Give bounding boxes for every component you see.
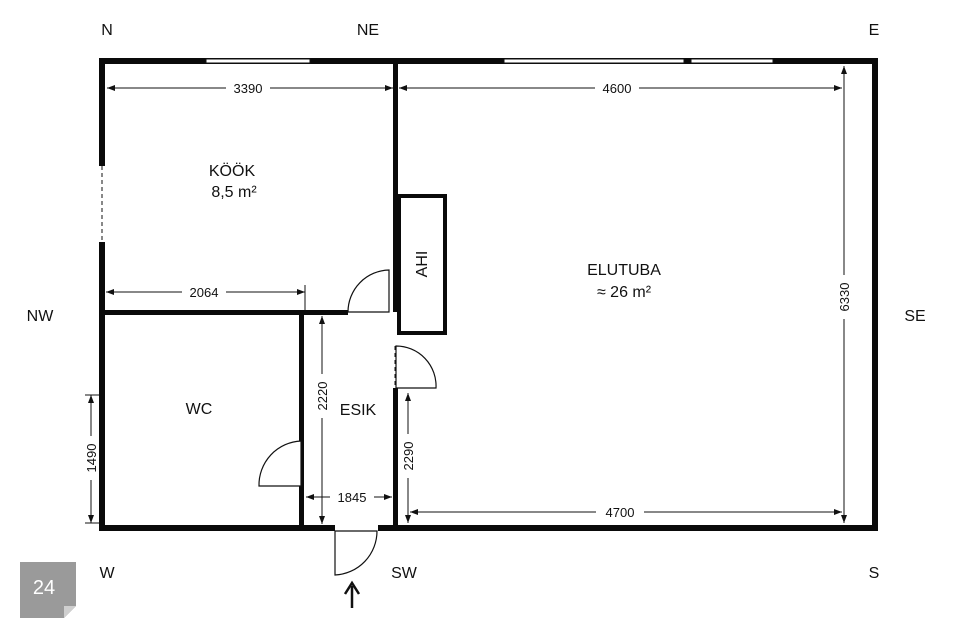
compass-nw: NW bbox=[27, 308, 55, 325]
door-wc bbox=[258, 440, 302, 487]
dim-living-left-height: 2290 bbox=[401, 442, 416, 471]
window-living-2 bbox=[690, 58, 774, 64]
compass-s: S bbox=[869, 565, 880, 582]
room-living-name: ELUTUBA bbox=[587, 262, 661, 279]
dim-hall-height: 2220 bbox=[315, 382, 330, 411]
compass-sw: SW bbox=[391, 565, 418, 582]
room-living-area: ≈ 26 m² bbox=[597, 284, 652, 301]
dim-living-height: 6330 bbox=[837, 283, 852, 312]
wall-kitchen-living bbox=[393, 58, 398, 312]
walls bbox=[99, 58, 878, 531]
wall-left-bottom bbox=[99, 242, 105, 531]
door-entrance bbox=[334, 530, 378, 576]
room-kitchen-name: KÖÖK bbox=[209, 162, 256, 180]
wall-kitchen-bottom bbox=[99, 310, 348, 315]
compass-w: W bbox=[99, 565, 115, 582]
room-wc-name: WC bbox=[186, 401, 213, 418]
dim-wc-height: 1490 bbox=[84, 444, 99, 473]
arrow-up-icon bbox=[343, 580, 361, 608]
compass-n: N bbox=[101, 22, 113, 39]
compass-e: E bbox=[869, 22, 880, 39]
wall-left-top bbox=[99, 58, 105, 166]
page-badge: 24 bbox=[20, 562, 76, 618]
dimension-lines bbox=[83, 66, 852, 524]
wall-hall-living bbox=[393, 388, 398, 531]
badge-number: 24 bbox=[33, 577, 55, 599]
dim-living-width-top: 4600 bbox=[603, 81, 632, 96]
badge-shape bbox=[20, 562, 76, 618]
compass-ne: NE bbox=[357, 22, 379, 39]
dim-kitchen-inner: 2064 bbox=[190, 285, 219, 300]
dim-hall-width: 1845 bbox=[338, 490, 367, 505]
compass-se: SE bbox=[904, 308, 925, 325]
room-hall-name: ESIK bbox=[340, 402, 377, 419]
dim-kitchen-width: 3390 bbox=[234, 81, 263, 96]
window-living-1 bbox=[503, 58, 685, 64]
stove-label: AHI bbox=[414, 251, 431, 278]
dim-living-width-bottom: 4700 bbox=[606, 505, 635, 520]
wall-right bbox=[872, 58, 878, 531]
door-living bbox=[395, 345, 437, 389]
wall-wc-hall bbox=[299, 310, 304, 531]
wall-bottom-left bbox=[99, 525, 335, 531]
wall-bottom-right bbox=[378, 525, 878, 531]
room-kitchen-area: 8,5 m² bbox=[211, 184, 257, 201]
window-kitchen bbox=[205, 58, 311, 64]
wall-top bbox=[99, 58, 878, 64]
door-kitchen bbox=[347, 269, 390, 313]
stove-inner bbox=[401, 198, 443, 331]
